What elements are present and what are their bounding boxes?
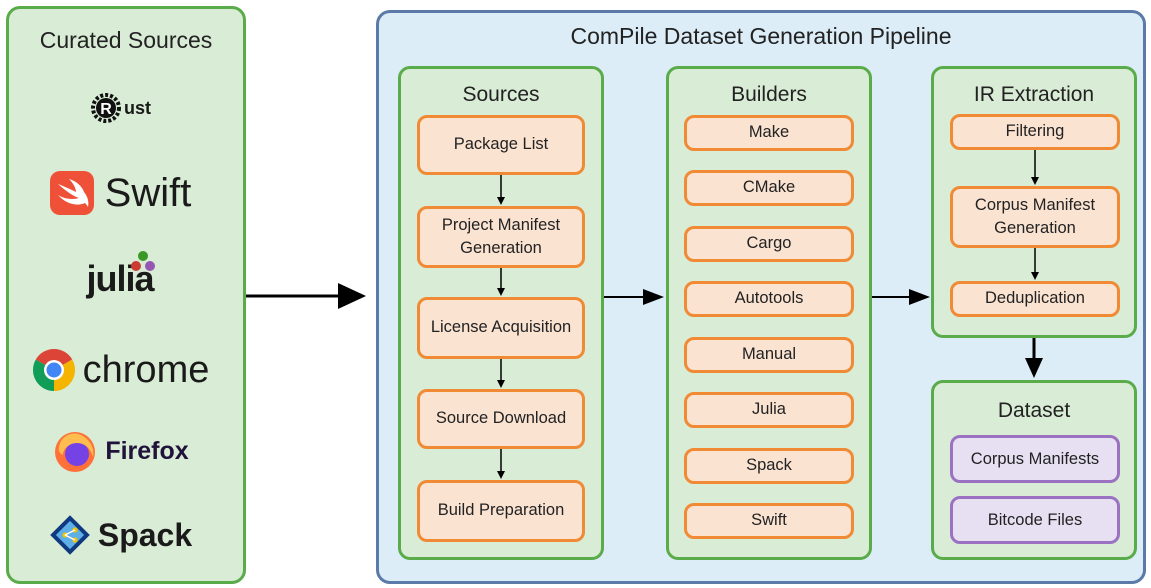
firefox-logo: Firefox [0, 426, 240, 476]
step-corpus-manifest-generation: Corpus Manifest Generation [950, 186, 1120, 248]
rust-logo: R ust [0, 90, 240, 126]
builder-spack: Spack [684, 448, 854, 484]
rust-gear-icon: R [91, 93, 121, 123]
spack-logo: Spack [0, 510, 240, 560]
pipeline-title: ComPile Dataset Generation Pipeline [570, 23, 952, 49]
arrow-curated-to-pipeline [246, 283, 366, 309]
spack-icon [50, 515, 90, 555]
spack-label: Spack [97, 516, 193, 553]
swift-logo: Swift [0, 168, 240, 218]
rust-label: ust [124, 97, 151, 118]
step-license-acquisition: License Acquisition [417, 297, 585, 359]
dataset-bitcode-files: Bitcode Files [950, 496, 1120, 544]
ir-step-arrows [1031, 150, 1039, 280]
ir-extraction-title: IR Extraction [973, 83, 1095, 106]
builder-make: Make [684, 115, 854, 151]
dataset-corpus-manifests: Corpus Manifests [950, 435, 1120, 483]
swift-bird-icon [49, 171, 94, 215]
builders-title: Builders [731, 83, 807, 106]
curated-sources-title: Curated Sources [39, 27, 213, 53]
chrome-label: chrome [82, 348, 210, 391]
swift-label: Swift [104, 170, 192, 215]
builder-cmake: CMake [684, 170, 854, 206]
builder-cargo: Cargo [684, 226, 854, 262]
sources-step-arrows [497, 175, 505, 479]
builder-manual: Manual [684, 337, 854, 373]
step-build-preparation: Build Preparation [417, 480, 585, 542]
builder-swift: Swift [684, 503, 854, 539]
svg-text:R: R [100, 101, 112, 118]
sources-title: Sources [462, 83, 540, 106]
julia-wordmark: julia [86, 251, 156, 300]
step-source-download: Source Download [417, 389, 585, 449]
step-filtering: Filtering [950, 114, 1120, 150]
step-project-manifest-generation: Project Manifest Generation [417, 206, 585, 268]
dataset-title: Dataset [997, 399, 1071, 422]
firefox-label: Firefox [105, 436, 189, 465]
chrome-icon [32, 349, 75, 391]
firefox-icon [55, 432, 96, 472]
chrome-logo: chrome [0, 344, 240, 396]
julia-dots-icon [131, 251, 156, 271]
arrow-builders-to-ir [872, 289, 930, 305]
arrow-sources-to-builders [604, 289, 664, 305]
arrow-ir-to-dataset [1025, 338, 1043, 378]
builder-julia: Julia [684, 392, 854, 428]
builder-autotools: Autotools [684, 281, 854, 317]
julia-label: julia [86, 258, 154, 299]
curated-sources-panel: Curated Sources [6, 6, 246, 584]
julia-logo: julia [0, 251, 240, 304]
step-deduplication: Deduplication [950, 281, 1120, 317]
step-package-list: Package List [417, 115, 585, 175]
